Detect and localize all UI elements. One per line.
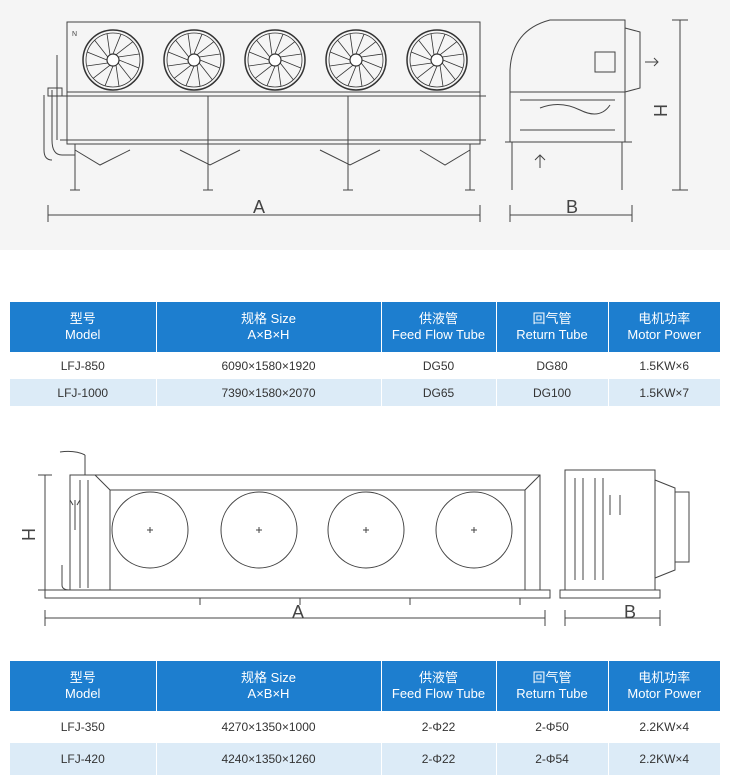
dim-label-a: A (292, 602, 304, 622)
cell-size: 7390×1580×2070 (156, 379, 382, 406)
cell-feed-flow-tube: DG65 (381, 379, 497, 406)
dim-label-h: H (650, 104, 670, 117)
dim-label-b: B (624, 602, 636, 622)
drawing-top-background (0, 0, 730, 250)
svg-text:N: N (72, 31, 77, 38)
cell-model: LFJ-420 (10, 743, 157, 775)
cell-return-tube: DG80 (496, 352, 609, 379)
fan-icon (111, 491, 189, 569)
dim-label-b: B (566, 197, 578, 217)
cell-size: 6090×1580×1920 (156, 352, 382, 379)
fan-icon (244, 29, 306, 91)
cell-return-tube: 2-Φ54 (496, 743, 609, 775)
cell-motor-power: 2.2KW×4 (608, 711, 720, 743)
cell-model: LFJ-1000 (10, 379, 157, 406)
cell-feed-flow-tube: 2-Φ22 (381, 711, 497, 743)
table-row: LFJ-1000 7390×1580×2070 DG65 DG100 1.5KW… (10, 379, 720, 406)
fan-group-top (82, 29, 468, 91)
cell-size: 4240×1350×1260 (156, 743, 382, 775)
fan-group-bottom (111, 491, 513, 569)
cell-return-tube: 2-Φ50 (496, 711, 609, 743)
cell-size: 4270×1350×1000 (156, 711, 382, 743)
table-row: LFJ-850 6090×1580×1920 DG50 DG80 1.5KW×6 (10, 352, 720, 379)
cell-feed-flow-tube: 2-Φ22 (381, 743, 497, 775)
cell-motor-power: 1.5KW×6 (608, 352, 720, 379)
cell-model: LFJ-850 (10, 352, 157, 379)
unit-body-side (564, 469, 656, 591)
cell-motor-power: 1.5KW×7 (608, 379, 720, 406)
fan-icon (325, 29, 387, 91)
fan-icon (435, 491, 513, 569)
fan-icon (327, 491, 405, 569)
drawing-bottom-cooler: H A B (18, 450, 690, 626)
table-row: LFJ-420 4240×1350×1260 2-Φ22 2-Φ54 2.2KW… (10, 743, 720, 775)
coil-body-front (66, 91, 481, 145)
cell-return-tube: DG100 (496, 379, 609, 406)
fan-icon (82, 29, 144, 91)
table-row: LFJ-350 4270×1350×1000 2-Φ22 2-Φ50 2.2KW… (10, 711, 720, 743)
fan-icon (163, 29, 225, 91)
fan-icon (220, 491, 298, 569)
cell-motor-power: 2.2KW×4 (608, 743, 720, 775)
dim-label-a: A (253, 197, 265, 217)
fan-housing-side (509, 19, 626, 93)
cell-model: LFJ-350 (10, 711, 157, 743)
cell-feed-flow-tube: DG50 (381, 352, 497, 379)
fan-icon (406, 29, 468, 91)
dim-label-h: H (18, 528, 38, 541)
drawing-top-cooler: N A B H (0, 0, 730, 250)
